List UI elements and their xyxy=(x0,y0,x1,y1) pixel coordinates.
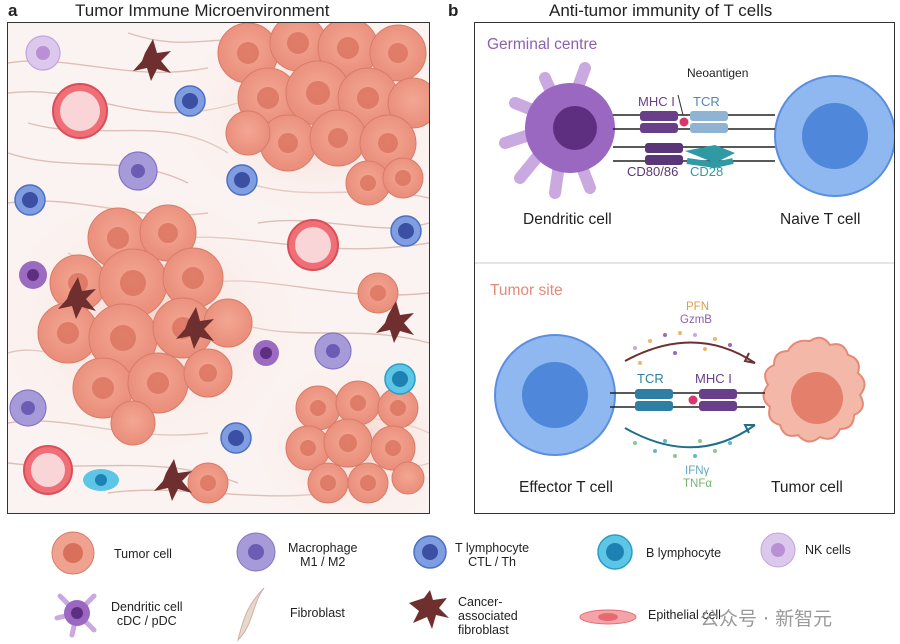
legend-label-t-lymphocyte: T lymphocyte CTL / Th xyxy=(455,541,530,569)
dendritic-cell-icon xyxy=(54,593,97,638)
tnfa-label: TNFα xyxy=(683,478,713,490)
tumor-cell-illustration xyxy=(762,336,866,443)
tumor-site-heading: Tumor site xyxy=(490,282,563,299)
t-cell-immunity-illustration xyxy=(475,62,894,458)
epithelial-cells xyxy=(23,83,339,495)
legend-label-b-lymphocyte: B lymphocyte xyxy=(646,546,722,560)
legend-label-macrophage: Macrophage M1 / M2 xyxy=(288,541,358,569)
tumor-cluster-center xyxy=(37,204,253,446)
b-lymphocyte xyxy=(83,363,416,491)
legend-label-tumor: Tumor cell xyxy=(114,547,172,561)
tumor-cell-icon xyxy=(51,531,95,575)
cd80-label: CD80/86 xyxy=(627,164,679,179)
watermark: 公众号 · 新智元 xyxy=(700,608,833,630)
t-cell-immunity-panel: Germinal centre Neoantigen MHC I TCR CD8… xyxy=(474,22,895,514)
epithelial-cell-icon xyxy=(579,609,637,625)
effector-t-cell-label: Effector T cell xyxy=(519,479,613,496)
panel-b-title: Anti-tumor immunity of T cells xyxy=(549,1,773,20)
naive-t-cell-illustration xyxy=(774,75,894,197)
nk-cell-icon xyxy=(760,532,796,568)
tcr-label-bottom: TCR xyxy=(637,371,664,386)
receptor-complex-top xyxy=(613,94,775,169)
naive-t-cell-label: Naive T cell xyxy=(780,211,861,228)
gzmb-label: GzmB xyxy=(680,314,712,326)
microenvironment-illustration xyxy=(8,23,429,513)
cytokine-dots xyxy=(633,331,732,458)
pfn-label: PFN xyxy=(686,301,709,313)
dendritic-cell-label: Dendritic cell xyxy=(523,211,612,228)
germinal-centre-heading: Germinal centre xyxy=(487,36,598,53)
t-lymphocyte-icon xyxy=(413,535,447,569)
mhc-label-top: MHC I xyxy=(638,94,675,109)
effector-t-cell-illustration xyxy=(494,334,616,456)
legend-label-dendritic: Dendritic cell cDC / pDC xyxy=(111,600,183,628)
macrophage-icon xyxy=(236,532,276,572)
legend-label-caf: Cancer- associated fibroblast xyxy=(458,595,518,637)
mhc-label-bottom: MHC I xyxy=(695,371,732,386)
t-lymphocytes xyxy=(14,85,422,454)
legend: Tumor cell Macrophage M1 / M2 T lymphocy… xyxy=(0,520,900,643)
receptor-complex-bottom xyxy=(610,389,765,411)
caf-icon xyxy=(409,590,449,629)
tcr-label-top: TCR xyxy=(693,94,720,109)
legend-label-epithelial: Epithelial cell xyxy=(648,608,721,622)
cytokine-arrows xyxy=(624,341,756,449)
panel-b-letter: b xyxy=(448,1,459,20)
tumor-cell-label: Tumor cell xyxy=(771,479,843,496)
nk-cell xyxy=(25,35,61,71)
cancer-associated-fibroblasts xyxy=(58,39,414,501)
tumor-cluster-bottom xyxy=(187,272,425,504)
dendritic-cell-illustration xyxy=(499,62,615,199)
cd28-label: CD28 xyxy=(690,164,724,179)
tumor-microenvironment-panel xyxy=(7,22,430,514)
b-lymphocyte-icon xyxy=(597,534,633,570)
panel-a-title: Tumor Immune Microenvironment xyxy=(75,1,330,20)
legend-label-fibroblast: Fibroblast xyxy=(290,606,345,620)
neoantigen-label: Neoantigen xyxy=(687,66,749,80)
dendritic-cells xyxy=(19,261,279,366)
ifng-label: IFNγ xyxy=(685,465,710,477)
fibroblast-icon xyxy=(237,587,265,642)
panel-a-letter: a xyxy=(8,1,18,20)
legend-label-nk: NK cells xyxy=(805,543,851,557)
